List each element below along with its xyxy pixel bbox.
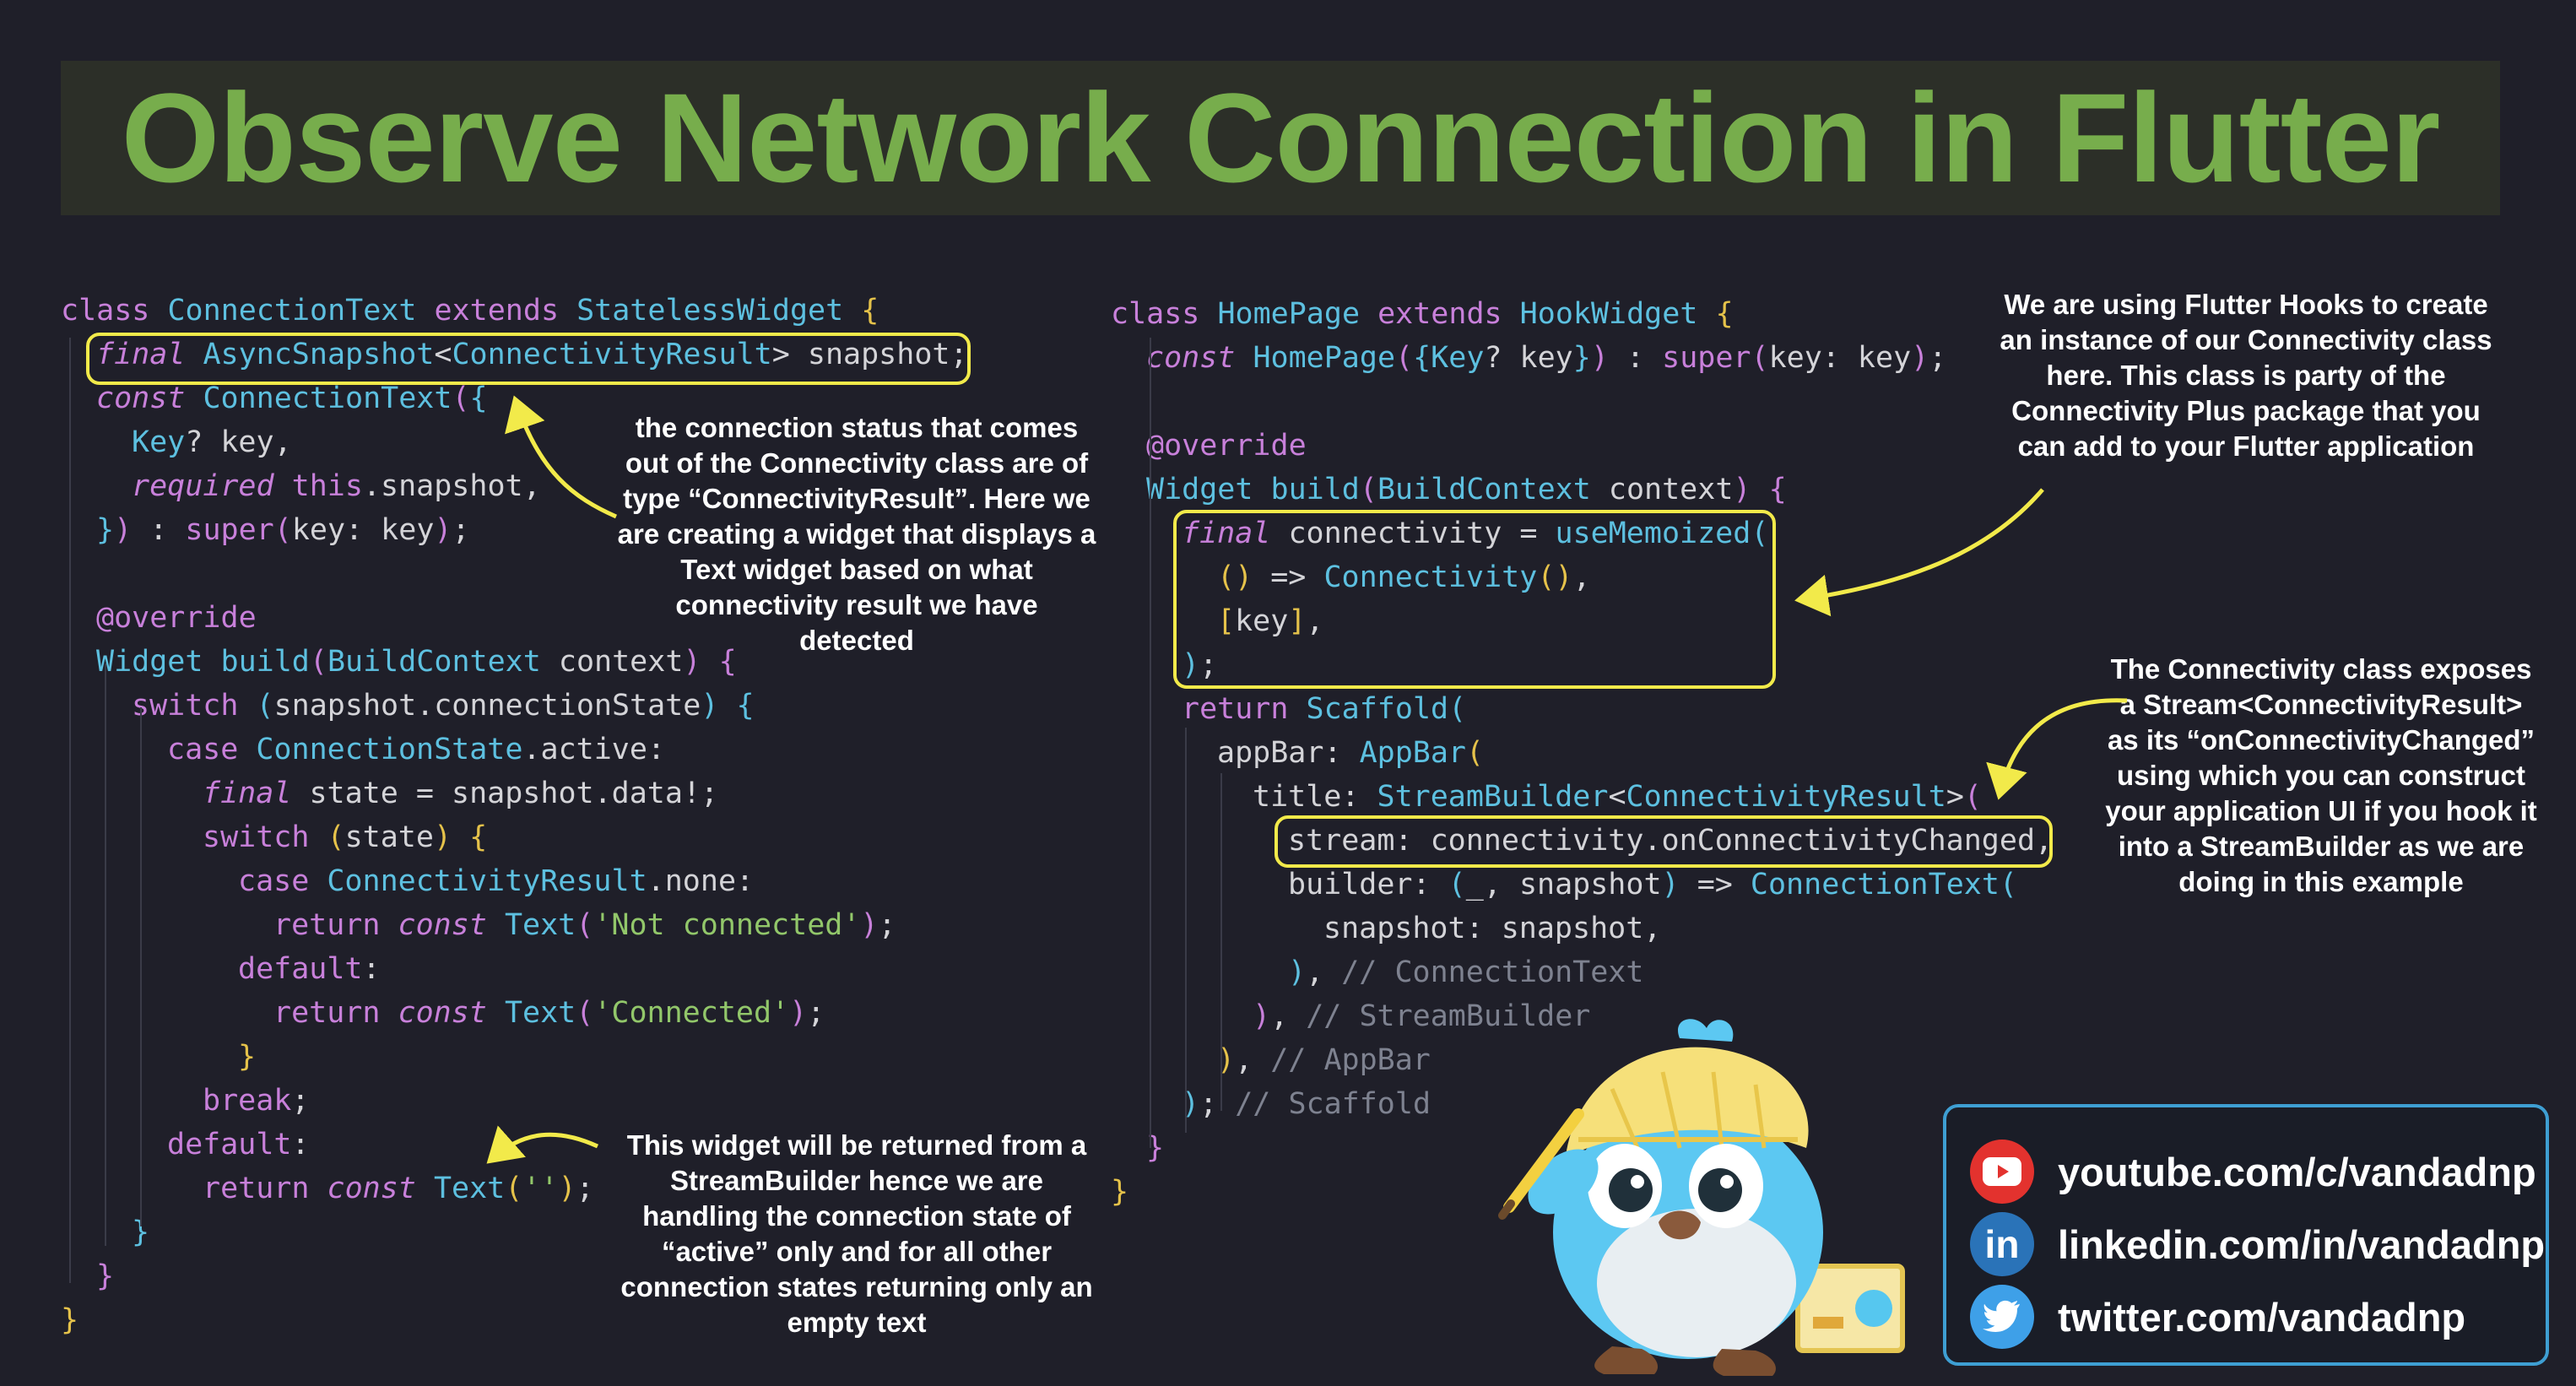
mascot-bird-illustration xyxy=(1498,1019,1905,1376)
linkedin-link-text: linkedin.com/in/vandadnp xyxy=(2058,1221,2546,1267)
indent-guide xyxy=(1185,728,1187,1133)
twitter-link-text: twitter.com/vandadnp xyxy=(2058,1294,2466,1340)
note-snapshot-type: the connection status that comes out of … xyxy=(617,412,1096,656)
note-returned-widget: This widget will be returned from a Stre… xyxy=(620,1129,1093,1338)
twitter-icon xyxy=(1970,1285,2034,1349)
indent-guide xyxy=(69,338,71,1283)
linkedin-icon: in xyxy=(1970,1212,2034,1276)
highlight-stream-line xyxy=(1274,815,2053,868)
youtube-icon xyxy=(1970,1140,2034,1204)
indent-guide xyxy=(1220,773,1222,1111)
arrow-to-use-memoized xyxy=(1794,488,2044,617)
title-banner: Observe Network Connection in Flutter xyxy=(61,61,2500,215)
youtube-link-text: youtube.com/c/vandadnp xyxy=(2058,1149,2536,1194)
arrow-to-snapshot xyxy=(505,395,618,519)
indent-guide xyxy=(140,707,142,1226)
social-links-panel: youtube.com/c/vandadnp in linkedin.com/i… xyxy=(1943,1104,2549,1366)
indent-guide xyxy=(105,663,106,1246)
arrow-to-stream-builder xyxy=(1986,698,2128,800)
arrow-to-default xyxy=(486,1125,599,1164)
linkedin-link[interactable]: in linkedin.com/in/vandadnp xyxy=(1970,1210,2545,1278)
note-stream: The Connectivity class exposes a Stream<… xyxy=(2105,653,2537,897)
indent-guide xyxy=(1150,338,1151,1148)
youtube-link[interactable]: youtube.com/c/vandadnp xyxy=(1970,1138,2536,1205)
highlight-snapshot-field xyxy=(86,333,971,385)
highlight-use-memoized xyxy=(1173,510,1776,689)
page-title: Observe Network Connection in Flutter xyxy=(121,67,2441,208)
twitter-link[interactable]: twitter.com/vandadnp xyxy=(1970,1283,2465,1351)
note-flutter-hooks: We are using Flutter Hooks to create an … xyxy=(2000,289,2492,462)
